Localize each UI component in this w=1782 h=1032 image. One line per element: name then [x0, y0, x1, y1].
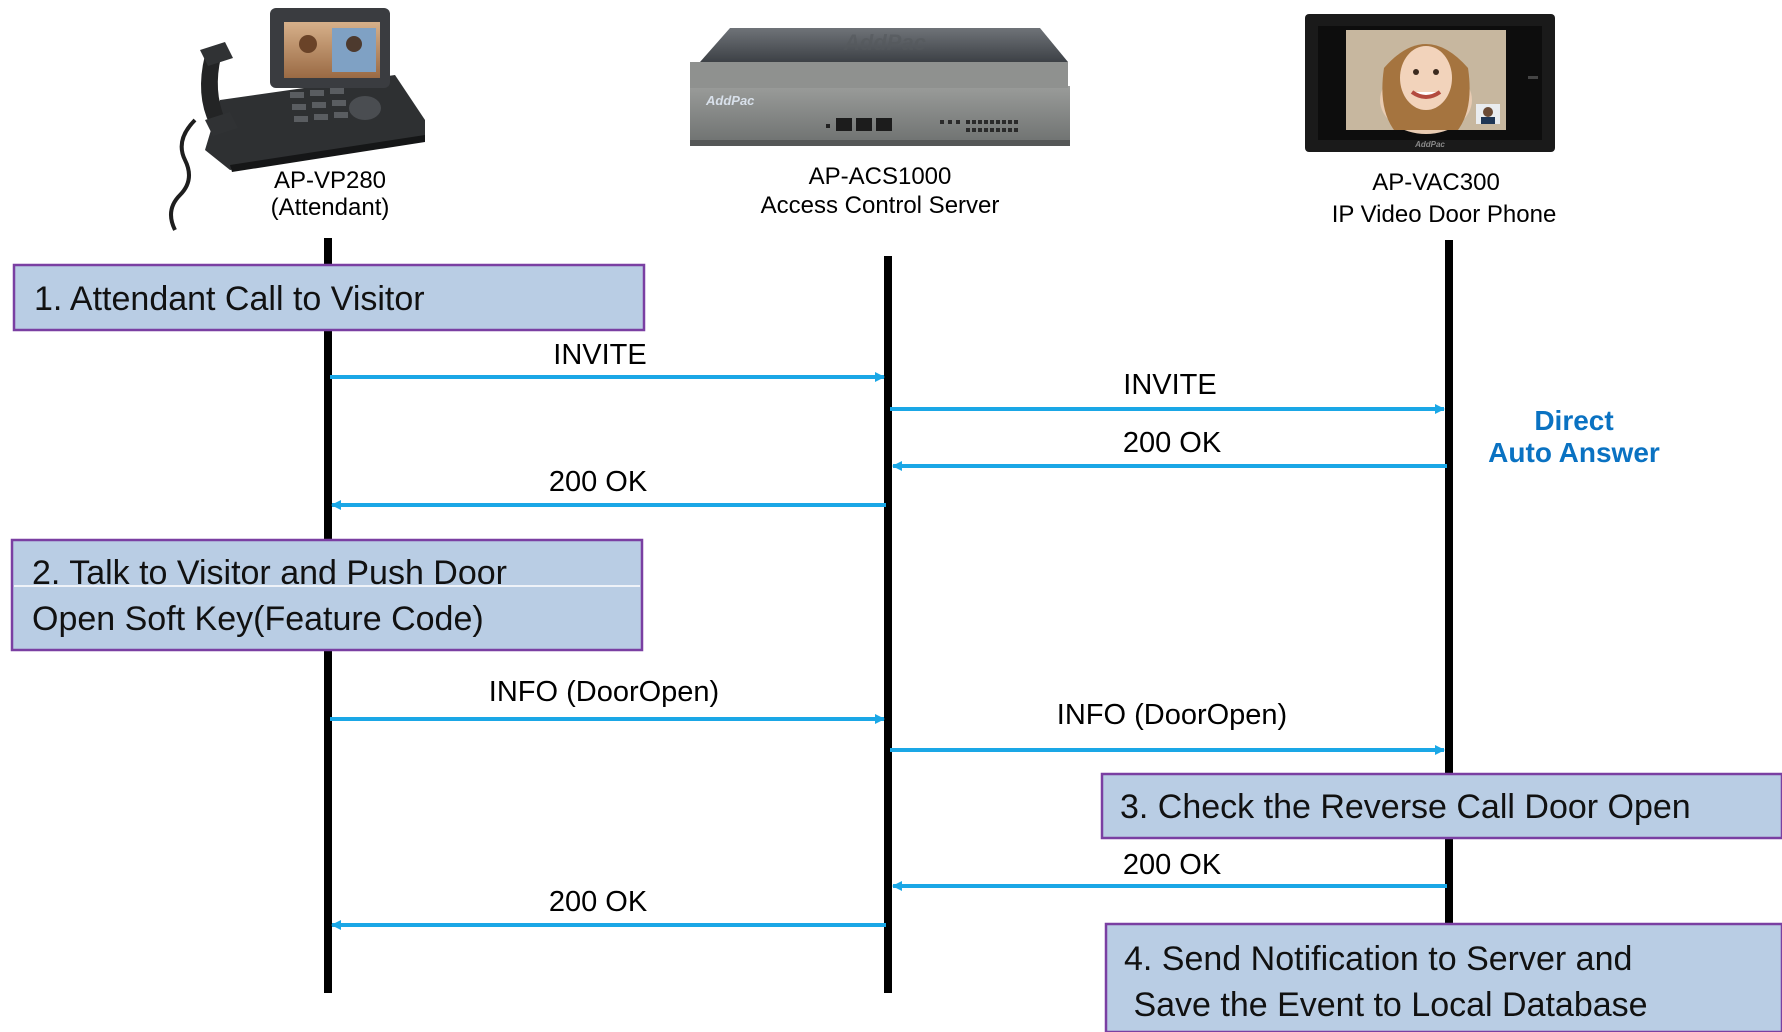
video-door-phone-icon: AddPac [1305, 14, 1555, 152]
server-front-brand: AddPac [705, 93, 755, 108]
message-3: 200 OK [892, 427, 1447, 471]
note-auto-answer: Auto Answer [1488, 437, 1660, 468]
phone-name: AP-VP280 [274, 167, 386, 194]
note-direct: Direct [1534, 405, 1613, 436]
message-label: 200 OK [1123, 849, 1222, 881]
message-label: INVITE [1123, 369, 1216, 401]
phone-role: (Attendant) [271, 194, 390, 221]
step-text: Save the Event to Local Database [1124, 986, 1648, 1024]
message-label: INFO (DoorOpen) [489, 676, 719, 708]
message-label: 200 OK [1123, 427, 1222, 459]
step-text: 1. Attendant Call to Visitor [34, 280, 425, 318]
step-text: 2. Talk to Visitor and Push Door [32, 554, 507, 592]
message-label: 200 OK [549, 886, 648, 918]
server-role: Access Control Server [761, 192, 1000, 219]
doorphone-name: AP-VAC300 [1372, 169, 1500, 196]
rack-server-icon: AddPac AddPac [690, 28, 1070, 146]
step-box-1: 1. Attendant Call to Visitor [12, 263, 646, 332]
message-4: 200 OK [331, 466, 886, 510]
message-7: 200 OK [892, 849, 1447, 891]
message-8: 200 OK [331, 886, 886, 930]
desk-video-phone-icon [169, 8, 425, 231]
message-label: 200 OK [549, 466, 648, 498]
step-box-4: 4. Send Notification to Server and Save … [1104, 922, 1782, 1032]
step-box-2: 2. Talk to Visitor and Push Door Open So… [10, 538, 644, 652]
message-2: INVITE [890, 369, 1445, 414]
server-name: AP-ACS1000 [809, 163, 952, 190]
step-box-3: 3. Check the Reverse Call Door Open [1100, 772, 1782, 840]
message-5: INFO (DoorOpen) [330, 676, 885, 724]
message-label: INVITE [553, 339, 646, 371]
doorphone-role: IP Video Door Phone [1332, 201, 1557, 228]
message-1: INVITE [330, 339, 885, 382]
message-label: INFO (DoorOpen) [1057, 699, 1287, 731]
step-text: 4. Send Notification to Server and [1124, 940, 1632, 978]
doorphone-brand: AddPac [1414, 140, 1445, 149]
step-text: 3. Check the Reverse Call Door Open [1120, 788, 1691, 826]
step-text: Open Soft Key(Feature Code) [32, 600, 484, 638]
message-6: INFO (DoorOpen) [890, 699, 1445, 755]
server-top-brand: AddPac [843, 30, 926, 55]
